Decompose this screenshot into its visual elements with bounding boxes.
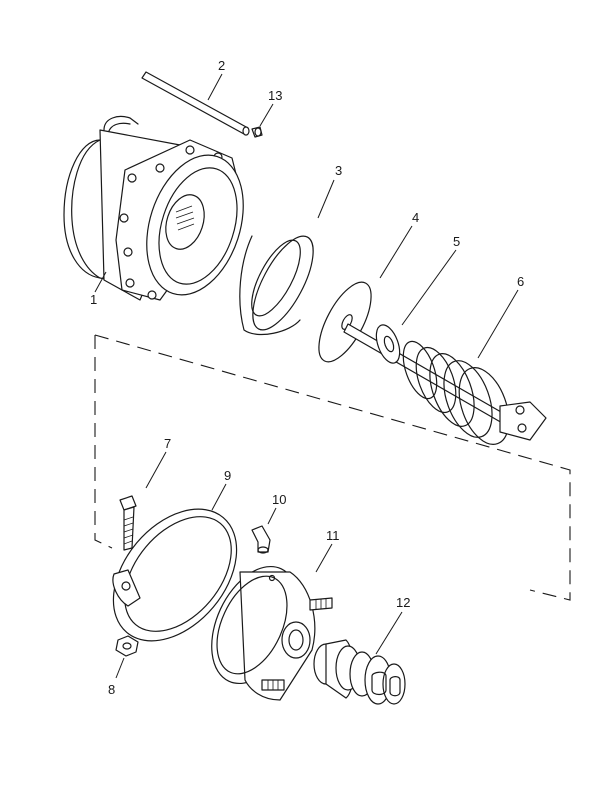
part-1-chamber-housing[interactable] (63, 115, 260, 308)
callout-5: 5 (453, 234, 460, 249)
part-7-bolt[interactable] (119, 495, 137, 551)
callout-3: 3 (335, 163, 342, 178)
part-5-washer[interactable] (372, 322, 404, 366)
part-11-housing[interactable] (194, 553, 333, 701)
part-6-push-rod-assembly[interactable] (343, 323, 547, 451)
callout-11: 11 (326, 528, 340, 543)
callout-13: 13 (268, 88, 282, 103)
part-4-disc[interactable] (308, 275, 381, 370)
part-9-clamp-ring[interactable] (88, 485, 261, 664)
callout-9: 9 (224, 468, 231, 483)
callout-6: 6 (517, 274, 524, 289)
callout-7: 7 (164, 436, 171, 451)
group-outline (94, 334, 571, 601)
callout-8: 8 (108, 682, 115, 697)
callout-10: 10 (272, 492, 286, 507)
part-2-rod[interactable] (141, 71, 250, 136)
callout-1: 1 (90, 292, 97, 307)
callout-2: 2 (218, 58, 225, 73)
part-3-diaphragm[interactable] (239, 228, 325, 339)
leader-lines (94, 73, 519, 679)
callout-4: 4 (412, 210, 419, 225)
part-8-nut[interactable] (115, 635, 139, 657)
callout-labels: 1 2 13 3 4 5 6 7 9 10 11 12 8 (90, 58, 524, 697)
part-10-elbow-fitting[interactable] (251, 525, 271, 554)
part-12-boot[interactable] (313, 639, 406, 705)
callout-12: 12 (396, 595, 410, 610)
part-13-cap[interactable] (251, 126, 263, 138)
